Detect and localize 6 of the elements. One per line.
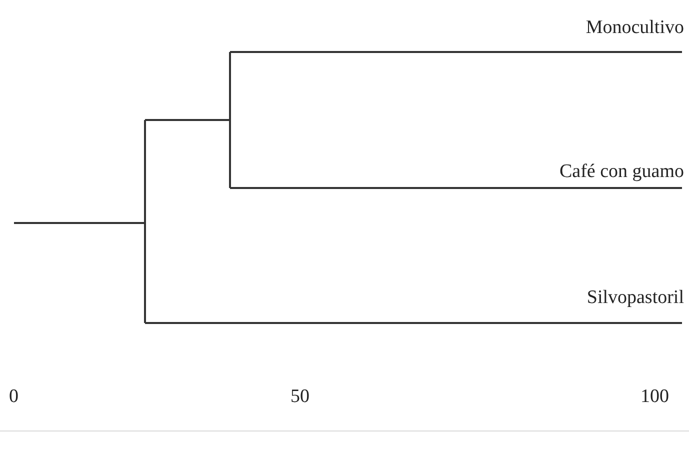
tick-label: 0 [9,386,18,408]
leaf-label: Monocultivo [586,17,684,39]
tick-label: 100 [640,386,669,408]
tick-label: 50 [290,386,310,408]
leaf-label: Café con guamo [559,161,684,183]
leaf-label: Silvopastoril [586,287,684,309]
